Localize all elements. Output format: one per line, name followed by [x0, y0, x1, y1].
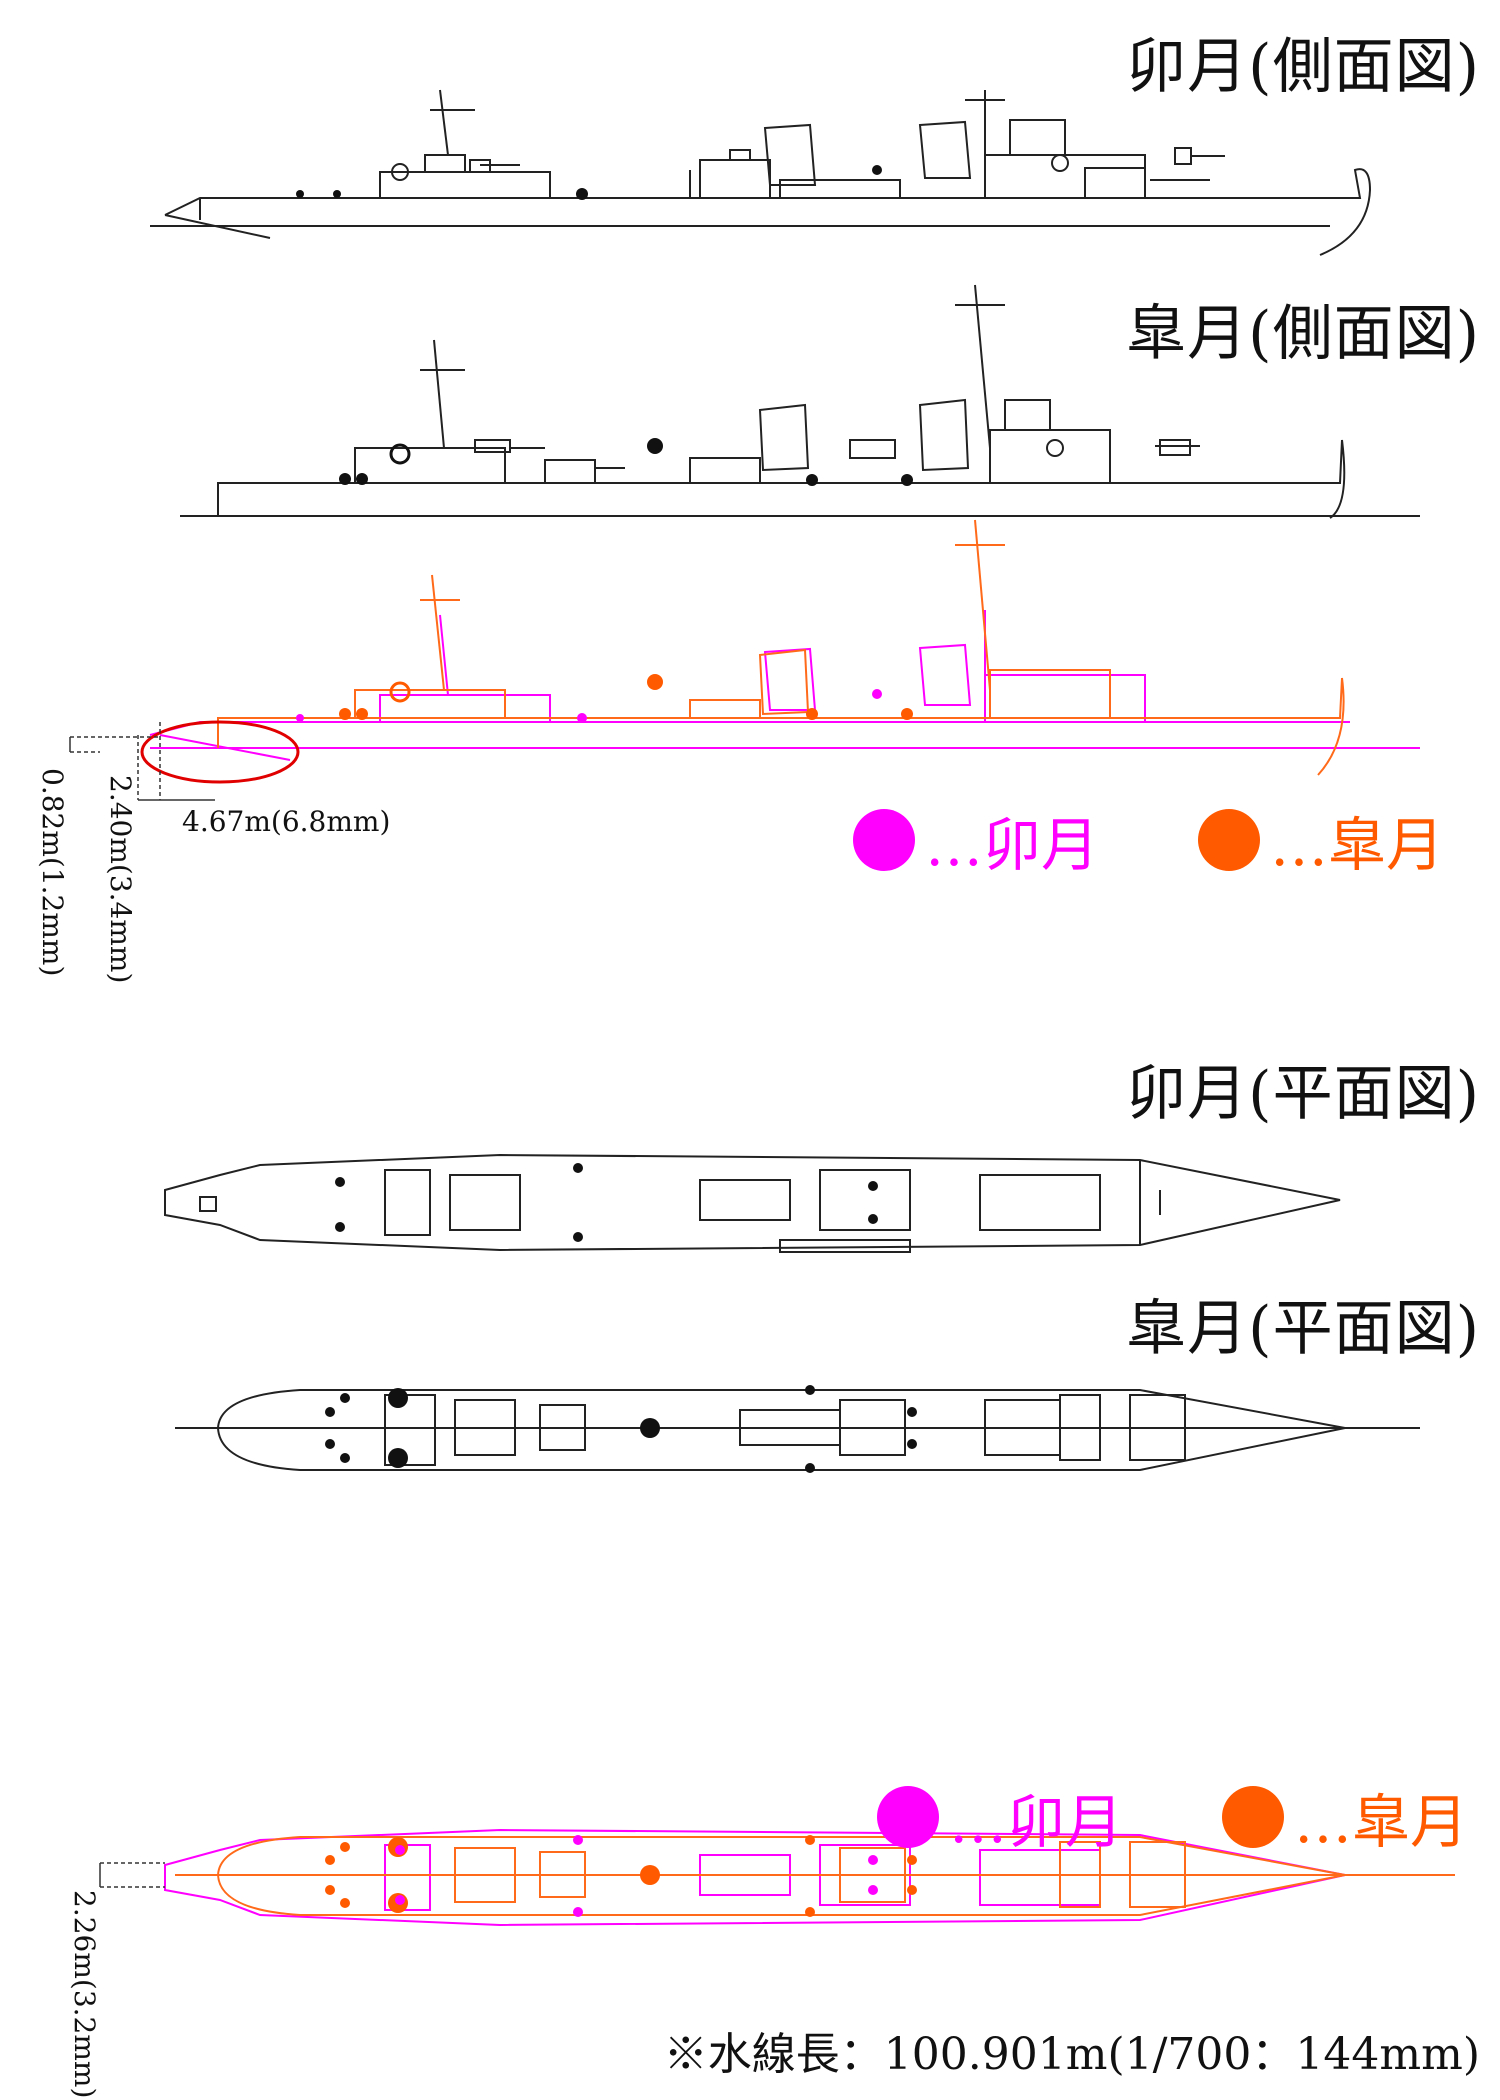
length-difference-label: 4.67m(6.8mm) — [182, 805, 391, 838]
legend-satsuki-plan: …皐月 — [1222, 1775, 1468, 1859]
legend-satsuki-label: …皐月 — [1270, 811, 1445, 879]
legend-satsuki-side: …皐月 — [1198, 798, 1444, 882]
uzuki-plan-title: 卯月(平面図) — [1126, 1059, 1480, 1129]
legend-uzuki-label: …卯月 — [949, 1788, 1124, 1856]
bow-difference-highlight — [140, 720, 300, 784]
beam-difference-label: 2.26m(3.2mm) — [68, 1890, 101, 2099]
legend-uzuki-dot — [877, 1786, 939, 1848]
legend-satsuki-dot — [1222, 1786, 1284, 1848]
legend-uzuki-side: …卯月 — [853, 798, 1099, 882]
legend-uzuki-plan: …卯月 — [877, 1775, 1123, 1859]
legend-uzuki-dot — [853, 809, 915, 871]
height-difference-label-a: 2.40m(3.4mm) — [104, 775, 137, 984]
waterline-length-note: ※水線長：100.901m(1/700：144mm) — [663, 2029, 1480, 2080]
legend-uzuki-label: …卯月 — [925, 811, 1100, 879]
height-difference-label-b: 0.82m(1.2mm) — [36, 768, 69, 977]
satsuki-plan-title: 皐月(平面図) — [1126, 1294, 1480, 1364]
legend-satsuki-dot — [1198, 809, 1260, 871]
uzuki-side-title: 卯月(側面図) — [1126, 32, 1480, 102]
satsuki-side-title: 皐月(側面図) — [1126, 299, 1480, 369]
legend-satsuki-label: …皐月 — [1294, 1788, 1469, 1856]
